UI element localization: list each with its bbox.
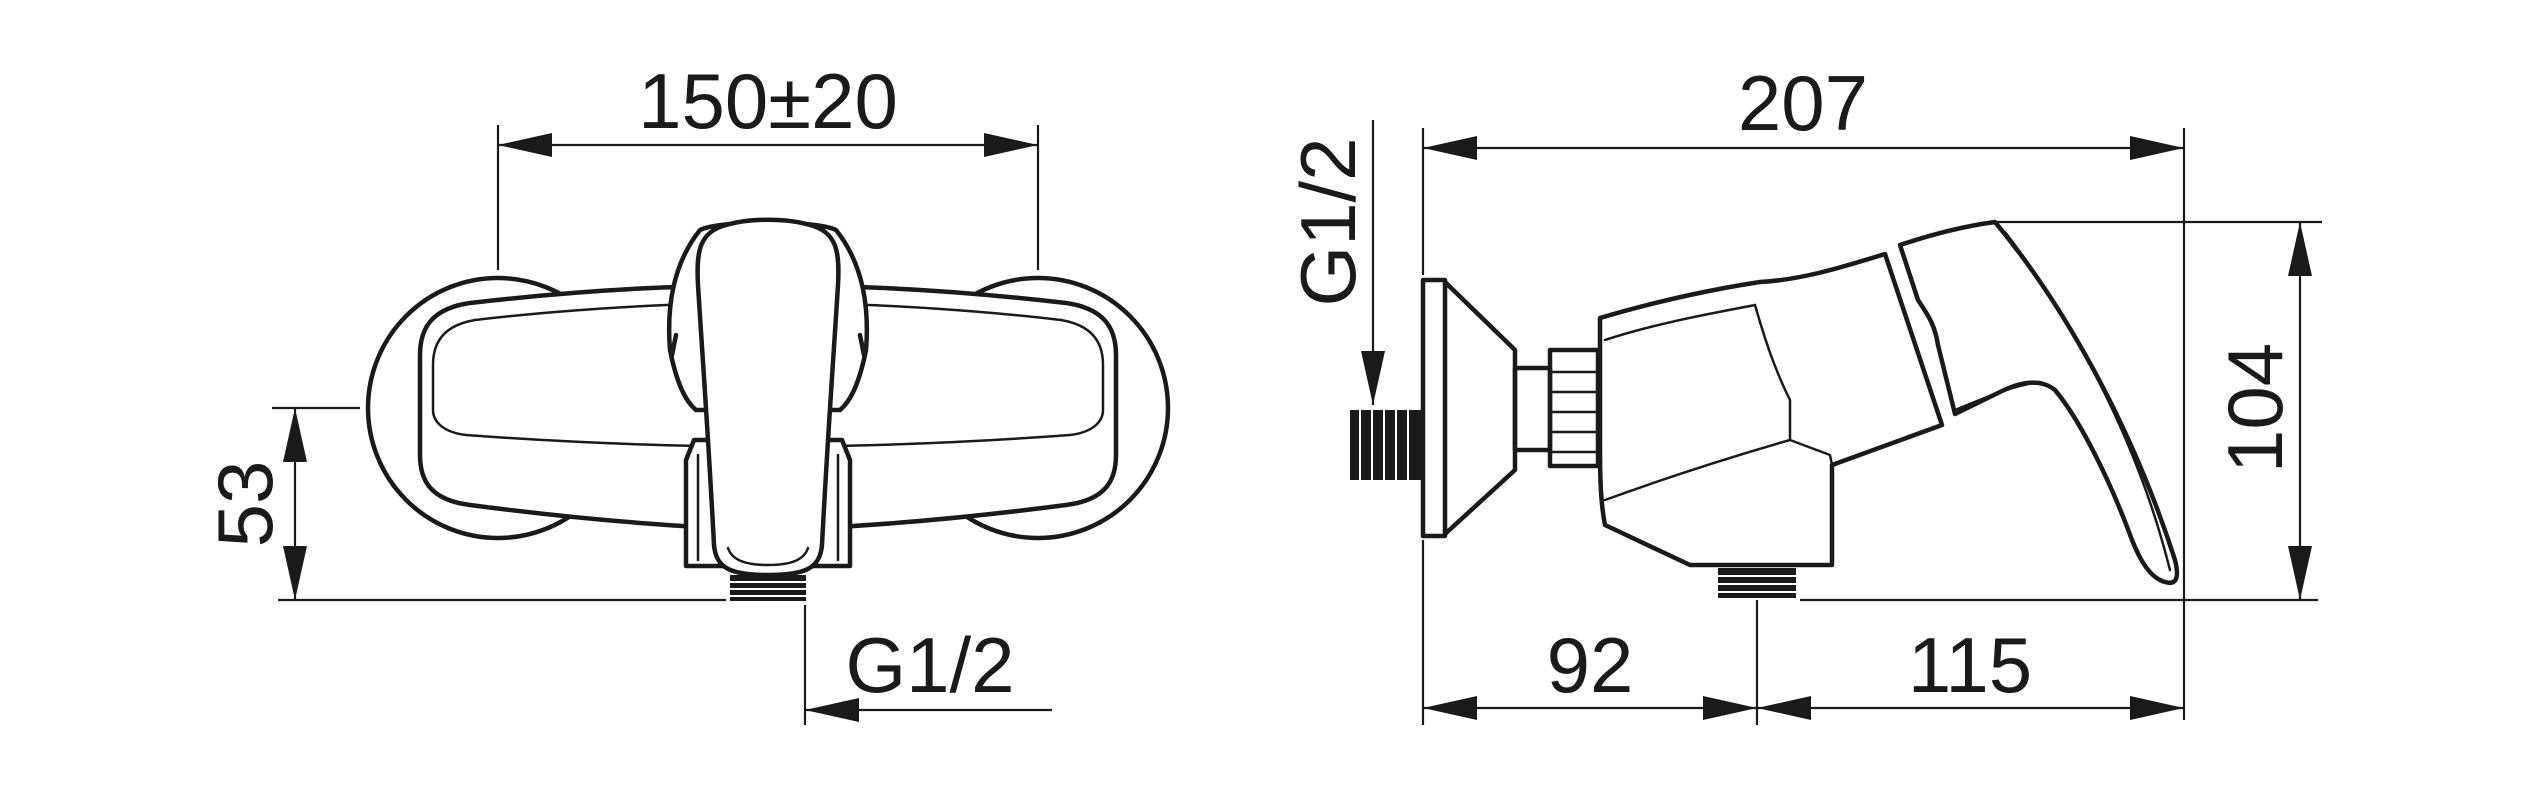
- side-height-dimension: 104: [1800, 220, 2322, 602]
- side-body-bevel: [1753, 303, 1792, 442]
- dim-arrow: [1703, 696, 1757, 720]
- side-bottom-dimensions: 92 115: [1421, 540, 2184, 725]
- side-body-inner-bottom: [1603, 438, 1792, 502]
- side-body-inner-top: [1603, 303, 1757, 342]
- side-body: [1597, 251, 1945, 568]
- side-body-bottom-edge: [1603, 523, 1692, 567]
- wall-plate: [1420, 277, 1448, 539]
- dim-arrow: [984, 133, 1038, 157]
- housing-tab-right: [857, 332, 867, 358]
- dim-arrow: [2288, 546, 2312, 600]
- dim-arrow: [805, 698, 859, 722]
- inlet-thread: [1350, 410, 1423, 480]
- housing-tab-left: [669, 332, 679, 358]
- side-height-label: 104: [2211, 343, 2299, 473]
- dim-arrow: [2130, 696, 2184, 720]
- front-width-label: 150±20: [638, 57, 898, 145]
- front-height-dimension: 53: [201, 406, 726, 602]
- connecting-nut: [1547, 347, 1601, 469]
- dim-arrow: [1361, 351, 1385, 405]
- nut-rings: [1548, 370, 1600, 454]
- front-outlet-thread-callout: G1/2: [803, 605, 1052, 725]
- flange-cone: [1442, 279, 1518, 537]
- front-height-label: 53: [201, 461, 289, 548]
- side-inlet-thread-callout: G1/2: [1284, 120, 1385, 405]
- lever-handle: [695, 217, 841, 578]
- dim-arrow: [283, 408, 307, 462]
- side-lever-grip: [1953, 380, 2042, 412]
- dim-arrow: [2130, 136, 2184, 160]
- outlet-to-tip-label: 115: [1908, 621, 2032, 709]
- side-view: [1350, 219, 2180, 598]
- front-outlet-thread-label: G1/2: [845, 621, 1014, 709]
- side-length-label: 207: [1738, 59, 1868, 147]
- wall-to-outlet-label: 92: [1547, 621, 1634, 709]
- dim-arrow: [2288, 222, 2312, 276]
- side-body-bevel-2: [1788, 438, 1834, 467]
- inlet-thread-grooves: [1359, 410, 1409, 480]
- dim-arrow: [498, 133, 552, 157]
- side-inlet-thread-label: G1/2: [1284, 137, 1372, 306]
- front-view: [365, 217, 1171, 601]
- outlet-thread-grooves: [730, 581, 806, 597]
- side-length-dimension: 207: [1421, 59, 2186, 720]
- dim-arrow: [1757, 696, 1811, 720]
- side-outlet-thread-grooves: [1718, 575, 1796, 593]
- dim-arrow: [1423, 136, 1477, 160]
- front-width-dimension: 150±20: [496, 57, 1040, 270]
- lever-handle-inner: [726, 546, 810, 567]
- side-lever: [1897, 219, 2180, 585]
- dim-arrow: [283, 546, 307, 600]
- connecting-stem: [1512, 365, 1553, 453]
- dim-arrow: [1423, 696, 1477, 720]
- side-lever-inner: [2003, 230, 2172, 572]
